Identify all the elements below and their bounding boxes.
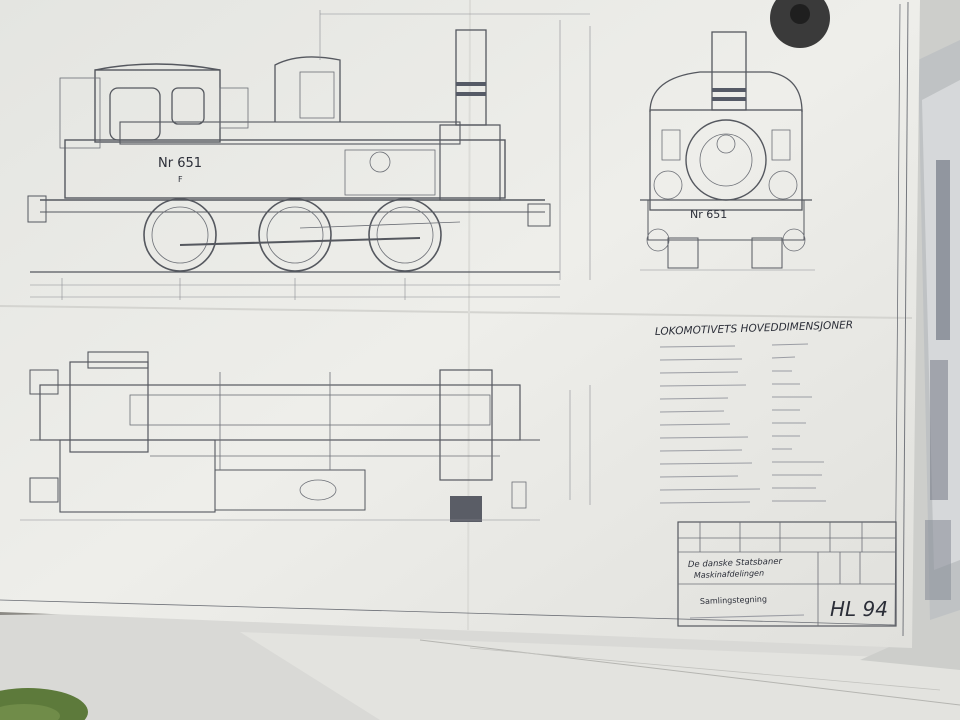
drawing-sheet <box>0 0 920 648</box>
front-view: Nr 651 <box>640 31 815 271</box>
title-drawing-type: Samlingstegning <box>700 595 767 606</box>
title-block: De danske Statsbaner Maskinafdelingen Sa… <box>677 521 897 627</box>
side-view: Nr 651 F <box>27 10 591 300</box>
title-department: Maskinafdelingen <box>694 569 764 580</box>
front-number-plate: Nr 651 <box>690 208 727 221</box>
side-class-mark: F <box>178 175 183 184</box>
spec-rows <box>659 343 826 504</box>
plan-view <box>20 351 591 522</box>
drawing-number: HL 94 <box>830 597 888 621</box>
side-number-plate: Nr 651 <box>158 156 202 171</box>
title-company: De danske Statsbaner <box>688 557 783 570</box>
